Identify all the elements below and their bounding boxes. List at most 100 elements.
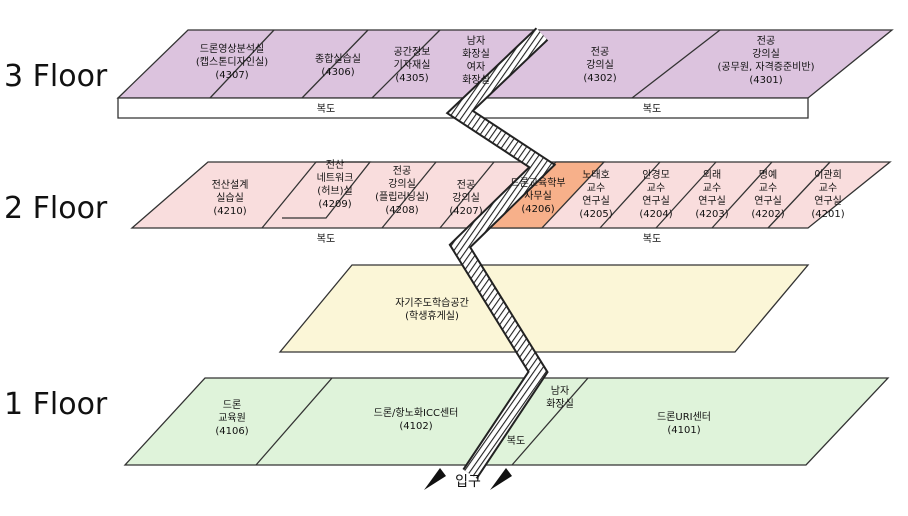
room-label-line: (4305) xyxy=(395,73,428,84)
room-label-line: 기자재실 xyxy=(394,59,431,71)
room-label-line: (4302) xyxy=(583,73,616,84)
entrance-arrow-left xyxy=(424,468,446,490)
room-label-line: (4209) xyxy=(318,199,351,210)
entrance-arrow-right xyxy=(490,468,512,490)
room-label-line: 여자 xyxy=(467,61,485,73)
room-label-line: 연구실 xyxy=(642,195,670,207)
room-label-line: (4201) xyxy=(811,209,844,220)
room-label-line: 드론URI센터 xyxy=(657,411,711,423)
room-4102: 드론/항노화ICC센터 (4102) xyxy=(374,407,459,432)
room-label-line: (4306) xyxy=(321,67,354,78)
room-label-line: (4206) xyxy=(521,204,554,215)
room-label-line: (4101) xyxy=(667,425,700,436)
room-label-line: 남자 xyxy=(467,35,485,47)
lounge-level xyxy=(278,264,810,353)
corridor-label-1f: 복도 xyxy=(507,435,525,447)
room-label-line: 연구실 xyxy=(698,195,726,207)
room-label-line: (플립러닝실) xyxy=(375,190,429,203)
room-label-line: 화장실 xyxy=(462,74,490,86)
room-label-line: 화장실 xyxy=(546,398,574,410)
room-label-line: 전산 xyxy=(326,159,344,171)
room-label-line: 전공 xyxy=(393,165,411,177)
entrance-label: 입구 xyxy=(455,474,481,490)
room-label-line: 교수 xyxy=(759,182,777,194)
room-label-line: (4202) xyxy=(751,209,784,220)
room-label-line: 교육원 xyxy=(218,412,246,424)
room-4306: 종합실습실(4306) xyxy=(315,53,361,78)
room-4101: 드론URI센터 (4101) xyxy=(657,411,711,436)
floor-3-label: 3 Floor xyxy=(4,59,108,94)
room-label-line: (4204) xyxy=(639,209,672,220)
room-label-line: (캡스톤디자인실) xyxy=(196,56,268,68)
lounge-area xyxy=(278,264,810,353)
room-label-line: (학생휴게실) xyxy=(405,310,459,322)
room-label-line: 교수 xyxy=(819,182,837,194)
room-label-line: 전공 xyxy=(591,46,609,58)
room-4307: 드론영상분석실(캡스톤디자인실)(4307) xyxy=(196,43,268,81)
room-label-line: 이관희 xyxy=(814,169,842,181)
room-label-line: (4210) xyxy=(213,206,246,217)
room-label-line: 강의실 xyxy=(388,178,416,190)
room-label-line: 교수 xyxy=(647,182,665,194)
room-label-line: 안경모 xyxy=(642,168,670,181)
room-label-line: 강의실 xyxy=(452,192,480,204)
room-label-line: (4301) xyxy=(749,75,782,86)
corridor-label-2f-right: 복도 xyxy=(643,233,661,245)
room-label-line: 사무실 xyxy=(524,190,552,202)
room-label-line: (4102) xyxy=(399,421,432,432)
room-label-line: 전산설계 xyxy=(212,179,249,191)
corridor-label-2f-left: 복도 xyxy=(317,233,335,245)
staircase-steps xyxy=(448,28,554,478)
room-label-line: 드론영상분석실 xyxy=(200,43,264,55)
room-label-line: 노태호 xyxy=(582,169,610,181)
room-label-line: (4106) xyxy=(215,426,248,437)
room-label-line: 공간정보 xyxy=(394,46,431,58)
room-label-line: 외래 xyxy=(703,169,721,181)
room-label-line: 강의실 xyxy=(752,48,780,60)
room-label-line: (허브)실 xyxy=(317,185,352,197)
room-label-line: 남자 xyxy=(551,385,569,397)
room-label-line: (4205) xyxy=(579,209,612,220)
room-label-line: 드론교육학부 xyxy=(510,177,565,189)
room-label-line: (공무원, 자격증준비반) xyxy=(718,60,815,73)
room-label-line: 연구실 xyxy=(814,195,842,207)
floor-2-label: 2 Floor xyxy=(4,191,108,226)
corridor-label-3f-right: 복도 xyxy=(643,103,661,115)
room-label-line: 교수 xyxy=(587,182,605,194)
room-label-line: 드론 xyxy=(223,399,241,411)
room-label-line: 화장실 xyxy=(462,48,490,60)
corridor-label-3f-left: 복도 xyxy=(317,103,335,115)
room-label-line: 실습실 xyxy=(216,192,244,204)
room-label-line: (4207) xyxy=(449,206,482,217)
room-label-line: 네트워크 xyxy=(317,171,354,184)
room-label-line: 전공 xyxy=(457,179,475,191)
room-label-line: (4203) xyxy=(695,209,728,220)
room-label-line: 연구실 xyxy=(754,195,782,207)
room-label-line: 자기주도학습공간 xyxy=(395,297,469,309)
room-label-line: (4208) xyxy=(385,205,418,216)
floor-1-label: 1 Floor xyxy=(4,387,108,422)
room-label-line: 전공 xyxy=(757,35,775,47)
student-lounge: 자기주도학습공간(학생휴게실) xyxy=(395,297,469,322)
room-label-line: 교수 xyxy=(703,182,721,194)
room-label-line: 연구실 xyxy=(582,195,610,207)
room-label-line: 강의실 xyxy=(586,59,614,71)
room-label-line: 드론/항노화ICC센터 xyxy=(374,407,459,419)
